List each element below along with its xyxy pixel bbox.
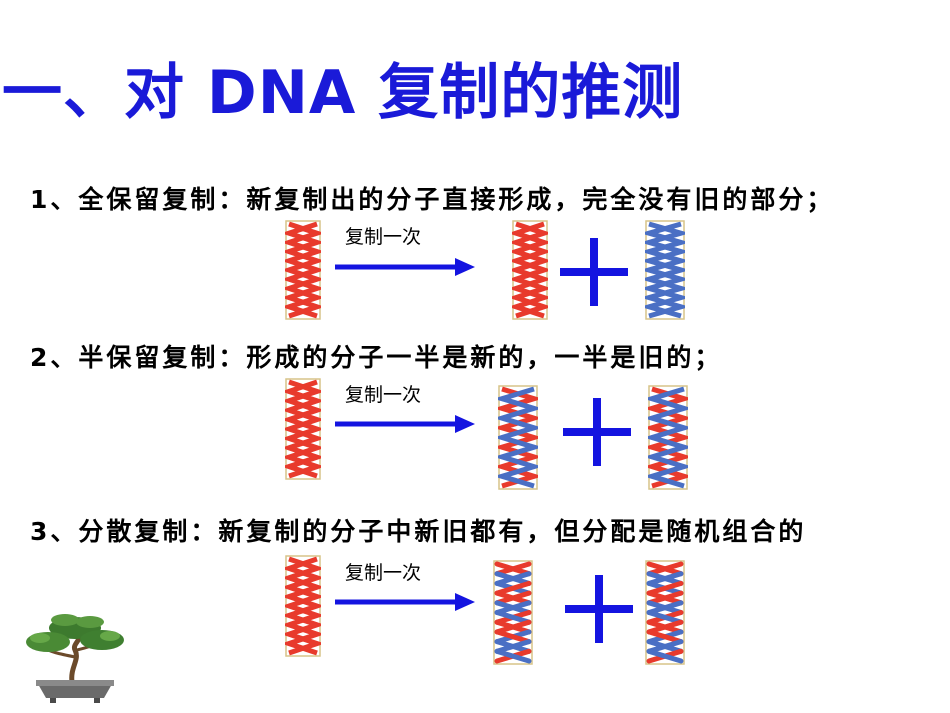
item-3-text: 3、分散复制：新复制的分子中新旧都有，但分配是随机组合的 (30, 517, 807, 546)
arrow-label-2: 复制一次 (345, 384, 422, 406)
dna-helix-icon (285, 555, 321, 657)
dna-helix-icon (645, 220, 685, 320)
arrow-label-1: 复制一次 (345, 226, 422, 248)
arrow-right-icon (335, 593, 475, 611)
dna-helix-icon (498, 385, 538, 490)
item-2-text: 2、半保留复制：形成的分子一半是新的，一半是旧的； (30, 343, 723, 372)
plus-icon (563, 398, 631, 466)
arrow-right-icon (335, 258, 475, 276)
item-1-text: 1、全保留复制：新复制出的分子直接形成，完全没有旧的部分； (30, 185, 835, 214)
page-title: 一、对 DNA 复制的推测 (2, 58, 684, 128)
dna-helix-icon (285, 378, 321, 480)
dna-helix-icon (512, 220, 548, 320)
arrow-right-icon (335, 415, 475, 433)
dna-helix-icon (648, 385, 688, 490)
dna-helix-icon (285, 220, 321, 320)
plus-icon (560, 238, 628, 306)
bonsai-tree-icon (26, 614, 124, 703)
plus-icon (565, 575, 633, 643)
dna-helix-icon (493, 560, 533, 665)
arrow-label-3: 复制一次 (345, 562, 422, 584)
dna-helix-icon (645, 560, 685, 665)
